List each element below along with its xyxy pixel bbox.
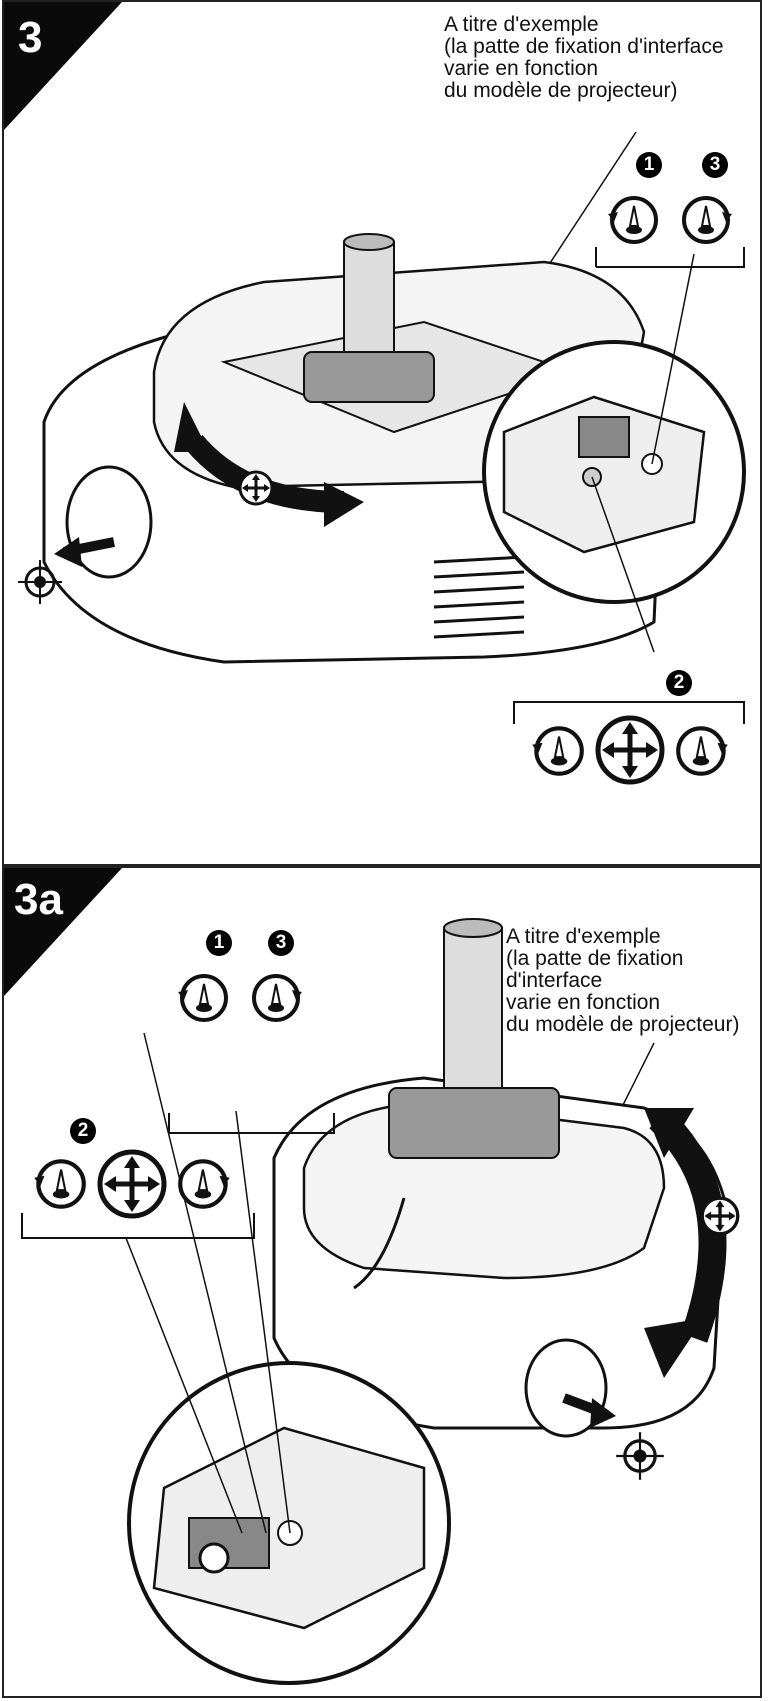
target-crosshair-icon: [616, 1432, 664, 1480]
step-corner-marker: [4, 868, 122, 996]
callout-2: 2: [70, 1118, 96, 1144]
loosen-screw-icon: [608, 196, 658, 244]
tighten-screw-icon: [178, 1159, 230, 1209]
loosen-screw-icon: [178, 974, 228, 1022]
callout-1: 1: [636, 152, 662, 178]
step-3a-panel: 3a A titre d'exemple (la patte de fixati…: [2, 866, 762, 1698]
move-adjust-icon: [97, 1149, 167, 1219]
projector-mount-illustration: [42, 131, 746, 724]
loosen-screw-icon: [34, 1159, 86, 1209]
move-adjust-icon: [700, 1196, 740, 1236]
example-caption: A titre d'exemple (la patte de fixation …: [506, 925, 740, 1036]
callout-3: 3: [268, 930, 294, 956]
callout-1: 1: [206, 930, 232, 956]
callout-3: 3: [702, 152, 728, 178]
step-number: 3a: [14, 875, 63, 924]
projector-mount-illustration: [21, 918, 727, 1685]
step-corner-marker: [4, 2, 122, 130]
loosen-screw-icon: [532, 726, 584, 776]
target-crosshair-icon: [18, 560, 62, 604]
step-3-panel: 3 A titre d'exemple (la patte de fixatio…: [2, 0, 762, 866]
example-caption: A titre d'exemple (la patte de fixation …: [444, 13, 724, 102]
step-number: 3: [18, 13, 43, 62]
move-adjust-icon: [238, 470, 274, 506]
tighten-screw-icon: [676, 726, 728, 776]
callout-2: 2: [666, 670, 692, 696]
move-adjust-icon: [595, 715, 665, 785]
tighten-screw-icon: [682, 196, 732, 244]
tighten-screw-icon: [252, 974, 302, 1022]
